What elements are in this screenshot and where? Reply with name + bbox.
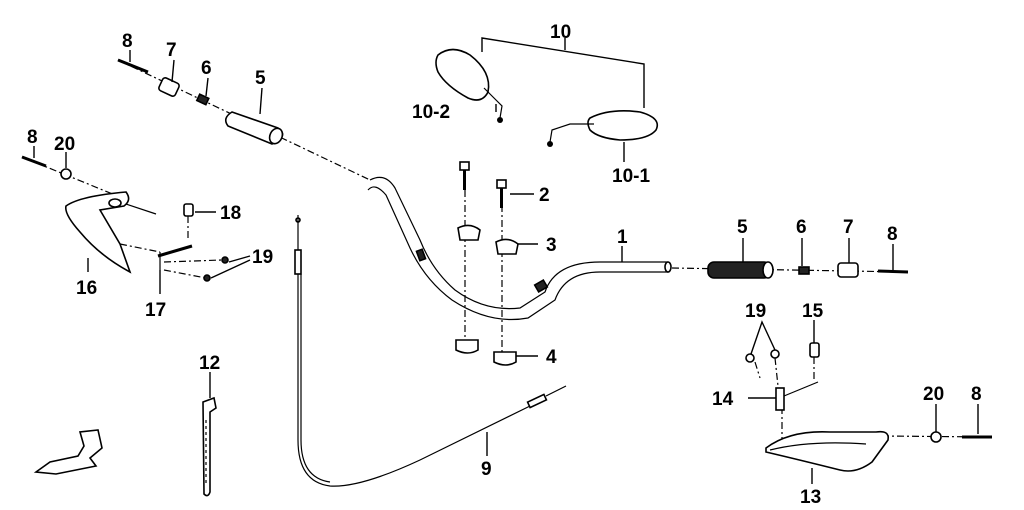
label-part-20-right: 20 <box>923 384 944 405</box>
label-part-6-right: 6 <box>796 217 807 238</box>
left-bracket-17 <box>119 243 223 279</box>
right-nuts-19 <box>745 349 780 387</box>
right-washer-20 <box>930 431 942 443</box>
left-bolt-18 <box>183 203 194 240</box>
handlebar-clamp-assembly <box>455 161 519 366</box>
left-nuts-19 <box>203 256 229 282</box>
label-part-15: 15 <box>802 301 824 322</box>
right-grip-bolt <box>877 269 909 274</box>
label-part-19-left: 19 <box>252 247 273 268</box>
left-hand-guard-assembly <box>21 155 229 282</box>
mirror-right <box>547 110 659 147</box>
left-hand-guard <box>64 191 157 274</box>
label-part-4: 4 <box>546 347 557 368</box>
label-part-10-2: 10-2 <box>412 102 450 123</box>
clamp-bolt-left <box>459 161 470 190</box>
clamp-bolt-right <box>496 179 507 208</box>
label-part-8-guard-left: 8 <box>27 127 38 148</box>
label-part-7-right: 7 <box>843 217 854 238</box>
label-part-9: 9 <box>481 459 492 480</box>
handlebar <box>367 176 672 321</box>
label-part-6-left: 6 <box>201 58 212 79</box>
label-part-3: 3 <box>546 235 557 256</box>
label-part-17: 17 <box>145 300 166 321</box>
leader-lines <box>33 50 979 484</box>
label-part-10-1: 10-1 <box>612 166 650 187</box>
right-hand-guard <box>765 430 890 472</box>
right-bolt-15 <box>809 342 820 382</box>
upper-clamp <box>457 224 519 255</box>
label-part-19-right: 19 <box>745 301 766 322</box>
throttle-cable <box>294 215 567 487</box>
label-part-12: 12 <box>199 353 220 374</box>
label-part-8-right-guard: 8 <box>971 384 982 405</box>
label-part-5-right: 5 <box>737 217 748 238</box>
label-part-14: 14 <box>712 389 734 410</box>
right-collar <box>837 262 859 278</box>
front-direction-arrow <box>33 429 103 475</box>
left-grip <box>224 111 284 145</box>
right-grip <box>707 261 774 279</box>
label-part-5-left: 5 <box>255 68 266 89</box>
label-part-10: 10 <box>550 22 571 43</box>
label-part-7-left: 7 <box>166 40 177 61</box>
right-grip-assembly <box>671 261 909 279</box>
lower-clamp <box>455 339 517 366</box>
label-part-1: 1 <box>617 227 628 248</box>
left-grip-bolt <box>117 58 149 74</box>
right-bracket-14 <box>775 381 819 411</box>
label-part-8-right-grip: 8 <box>887 224 898 245</box>
label-part-18: 18 <box>220 203 241 224</box>
label-part-13: 13 <box>800 487 821 508</box>
left-collar <box>158 77 180 97</box>
right-hand-guard-assembly <box>745 342 992 472</box>
mirror-left <box>435 48 503 123</box>
left-grip-assembly <box>117 58 371 181</box>
left-washer <box>195 93 210 106</box>
label-part-20-left: 20 <box>54 134 75 155</box>
right-washer <box>798 266 810 275</box>
label-part-16: 16 <box>76 278 97 299</box>
part-labels: 8 7 6 5 8 20 10 10-2 10-1 2 3 4 1 5 6 7 … <box>27 22 982 508</box>
cable-tie <box>202 396 217 497</box>
label-part-8-top-left: 8 <box>122 31 133 52</box>
label-part-2: 2 <box>539 185 550 206</box>
